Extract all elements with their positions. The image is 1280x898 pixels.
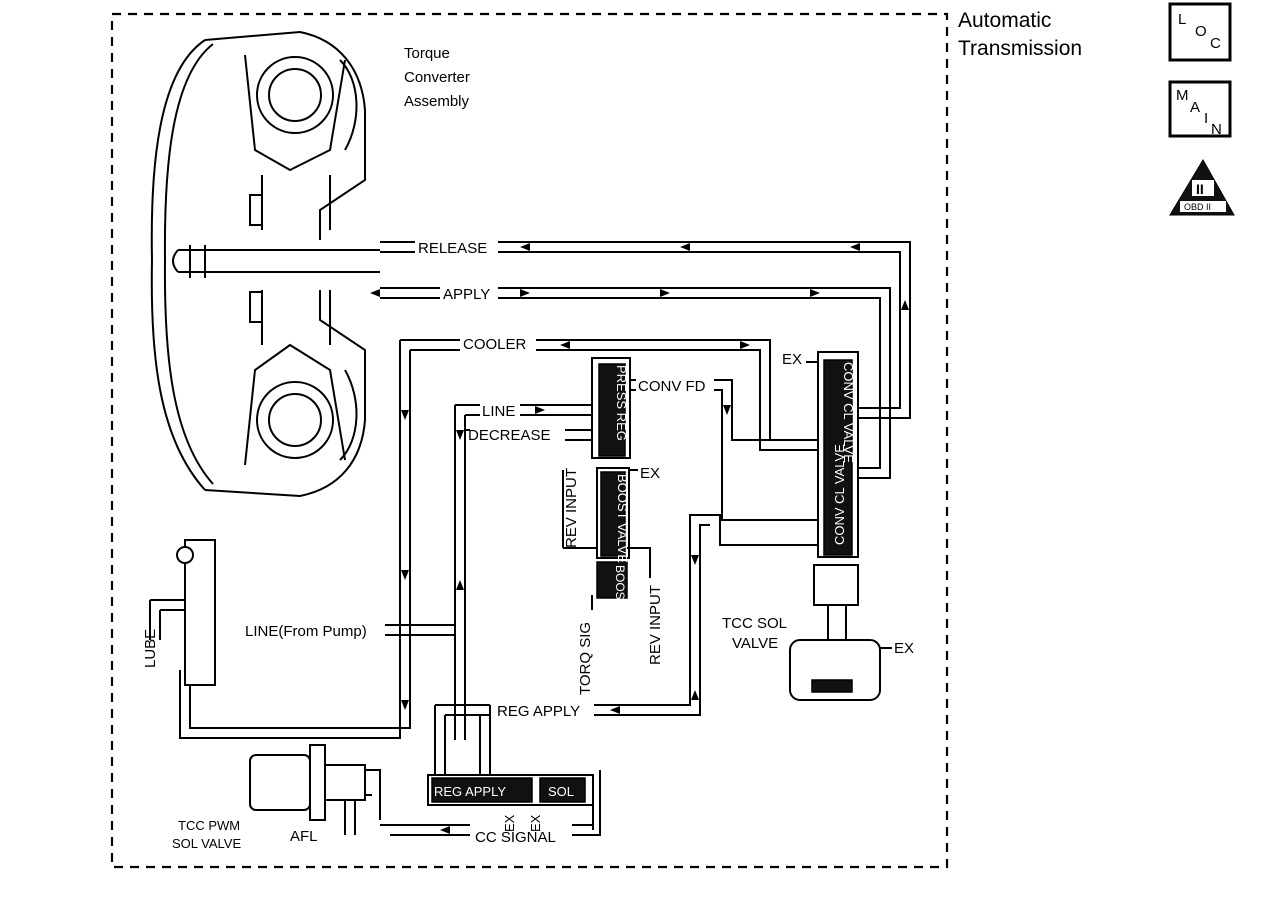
tcc-pwm-label-1: TCC PWM <box>178 818 240 833</box>
ex-small-1-label: EX <box>502 814 517 832</box>
converter-clutch-valve <box>806 351 859 558</box>
reg-apply-label: REG APPLY <box>497 703 580 720</box>
sol-valve-text: SOL <box>548 784 574 799</box>
afl-label: AFL <box>290 828 318 845</box>
line-from-pump-label: LINE(From Pump) <box>245 623 367 640</box>
loc-badge[interactable]: L O C <box>1168 2 1232 62</box>
tcc-pwm-label-2: SOL VALVE <box>172 836 241 851</box>
torque-converter-label-1: Torque <box>404 45 450 62</box>
cooler-label: COOLER <box>463 336 527 353</box>
decrease-label: DECREASE <box>468 427 551 444</box>
reg-apply-sol-valve <box>427 774 594 830</box>
reg-apply-valve-text: REG APPLY <box>434 784 506 799</box>
main-letter-3: I <box>1204 110 1208 127</box>
obd-numeral: II <box>1196 181 1204 197</box>
pressure-regulator-valve <box>562 357 631 599</box>
release-label: RELEASE <box>418 240 487 257</box>
torque-converter <box>150 30 380 498</box>
apply-circuit <box>370 287 891 479</box>
line-from-pump-circuit <box>385 624 455 636</box>
conv-fd-circuit <box>630 379 818 521</box>
obd-ii-badge[interactable]: II OBD II <box>1169 159 1235 216</box>
main-badge[interactable]: M A I N <box>1168 80 1232 138</box>
ex-mid-label: EX <box>640 465 660 482</box>
main-letter-1: M <box>1176 87 1189 104</box>
lube-cooler <box>149 539 216 686</box>
tcc-sol-label-2: VALVE <box>732 635 778 652</box>
component-boundary <box>110 12 949 869</box>
reg-apply-circuit <box>434 514 818 775</box>
tcc-pwm-solenoid[interactable] <box>249 744 381 835</box>
boost-ports <box>591 547 651 610</box>
title-line-2: Transmission <box>958 37 1082 60</box>
apply-label: APPLY <box>443 286 490 303</box>
boost-text: BOOST <box>613 565 627 608</box>
line-feed <box>454 404 592 740</box>
conv-fd-label: CONV FD <box>638 378 706 395</box>
ex-small-2-label: EX <box>528 814 543 832</box>
main-letter-4: N <box>1211 121 1222 138</box>
rev-input-right-label: REV INPUT <box>647 585 664 665</box>
obd-text: OBD II <box>1184 202 1211 212</box>
title-line-1: Automatic <box>958 9 1051 32</box>
rev-input-left-label: REV INPUT <box>563 468 580 548</box>
loc-letter-1: L <box>1178 11 1186 28</box>
cc-signal-circuit <box>380 770 601 836</box>
ex-sol-label: EX <box>894 640 914 657</box>
cc-signal-label: CC SIGNAL <box>475 829 556 846</box>
line-label: LINE <box>482 403 515 420</box>
press-reg-valve-text: PRESS REG <box>614 365 629 441</box>
boost-valve-text: BOOST VALVE <box>615 474 630 563</box>
conv-cl-lower-text: CONV CL VALVE <box>832 444 847 545</box>
tcc-solenoid-valve[interactable] <box>789 564 892 701</box>
tcc-sol-label-1: TCC SOL <box>722 615 787 632</box>
loc-letter-2: O <box>1195 23 1207 40</box>
torq-sig-label: TORQ SIG <box>577 622 594 695</box>
torque-converter-label-3: Assembly <box>404 93 470 110</box>
loc-letter-3: C <box>1210 35 1221 52</box>
ex-top-label: EX <box>782 351 802 368</box>
main-letter-2: A <box>1190 99 1200 116</box>
lube-label: LUBE <box>142 629 159 668</box>
conv-cl-valve-text: CONV CL VALVE <box>841 362 856 463</box>
torque-converter-label-2: Converter <box>404 69 470 86</box>
